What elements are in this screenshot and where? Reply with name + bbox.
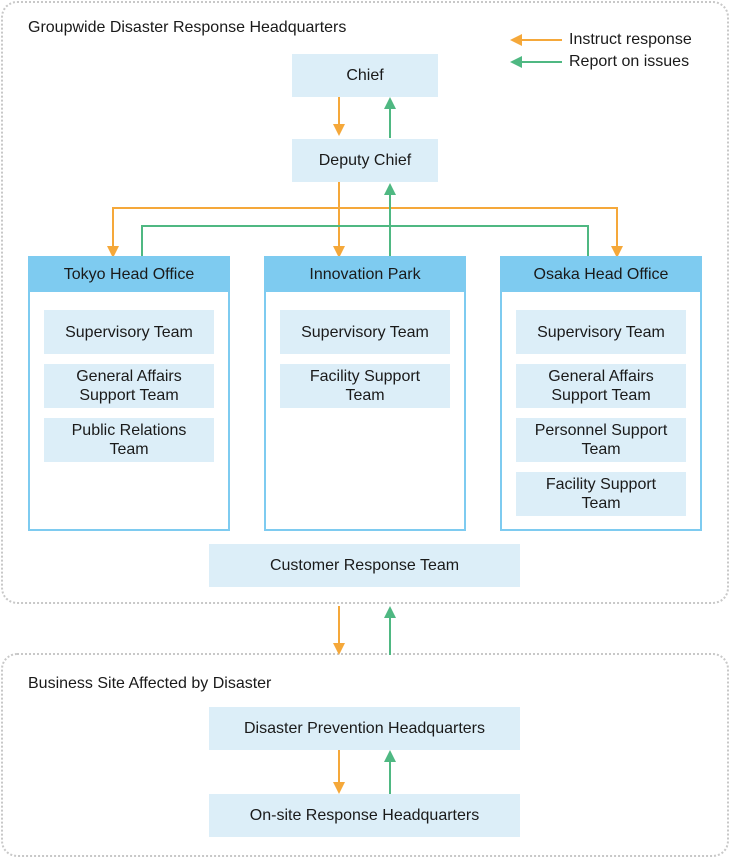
team-box: Public Relations Team bbox=[44, 418, 214, 462]
onsite-response-hq-box: On-site Response Headquarters bbox=[209, 794, 520, 837]
disaster-prevention-hq-box: Disaster Prevention Headquarters bbox=[209, 707, 520, 750]
business-site-region bbox=[1, 653, 729, 857]
team-box: General Affairs Support Team bbox=[44, 364, 214, 408]
legend-report-label: Report on issues bbox=[569, 53, 690, 70]
team-box: Personnel Support Team bbox=[516, 418, 686, 462]
groupwide-hq-title: Groupwide Disaster Response Headquarters bbox=[28, 19, 347, 36]
office-innovation-park: Innovation Park Supervisory Team Facilit… bbox=[264, 256, 466, 531]
team-box: Facility Support Team bbox=[516, 472, 686, 516]
legend-instruct-label: Instruct response bbox=[569, 31, 692, 48]
groupwide-hq-region bbox=[1, 1, 729, 604]
legend-report-arrow bbox=[510, 56, 562, 68]
business-site-title: Business Site Affected by Disaster bbox=[28, 675, 272, 692]
deputy-chief-box: Deputy Chief bbox=[292, 139, 438, 182]
team-box: Supervisory Team bbox=[516, 310, 686, 354]
offices-to-deputy-line bbox=[141, 225, 589, 258]
office-osaka: Osaka Head Office Supervisory Team Gener… bbox=[500, 256, 702, 531]
arrowhead bbox=[384, 183, 396, 195]
office-tokyo: Tokyo Head Office Supervisory Team Gener… bbox=[28, 256, 230, 531]
arrowhead bbox=[384, 606, 396, 618]
arrowhead bbox=[333, 643, 345, 655]
arrowhead bbox=[384, 97, 396, 109]
office-innovation-park-name: Innovation Park bbox=[266, 258, 464, 292]
deputy-to-offices-line bbox=[112, 207, 618, 248]
instruct-arrows bbox=[112, 97, 618, 784]
team-box: Supervisory Team bbox=[280, 310, 450, 354]
team-box: Supervisory Team bbox=[44, 310, 214, 354]
report-arrows bbox=[141, 107, 589, 794]
office-tokyo-name: Tokyo Head Office bbox=[30, 258, 228, 292]
arrowhead bbox=[333, 246, 345, 258]
arrowhead bbox=[384, 750, 396, 762]
chief-box: Chief bbox=[292, 54, 438, 97]
arrowhead bbox=[333, 782, 345, 794]
team-box: Facility Support Team bbox=[280, 364, 450, 408]
arrowhead bbox=[107, 246, 119, 258]
arrowhead bbox=[611, 246, 623, 258]
team-box: General Affairs Support Team bbox=[516, 364, 686, 408]
customer-response-team-box: Customer Response Team bbox=[209, 544, 520, 587]
arrowhead bbox=[333, 124, 345, 136]
legend-instruct-arrow bbox=[510, 34, 562, 46]
office-osaka-name: Osaka Head Office bbox=[502, 258, 700, 292]
